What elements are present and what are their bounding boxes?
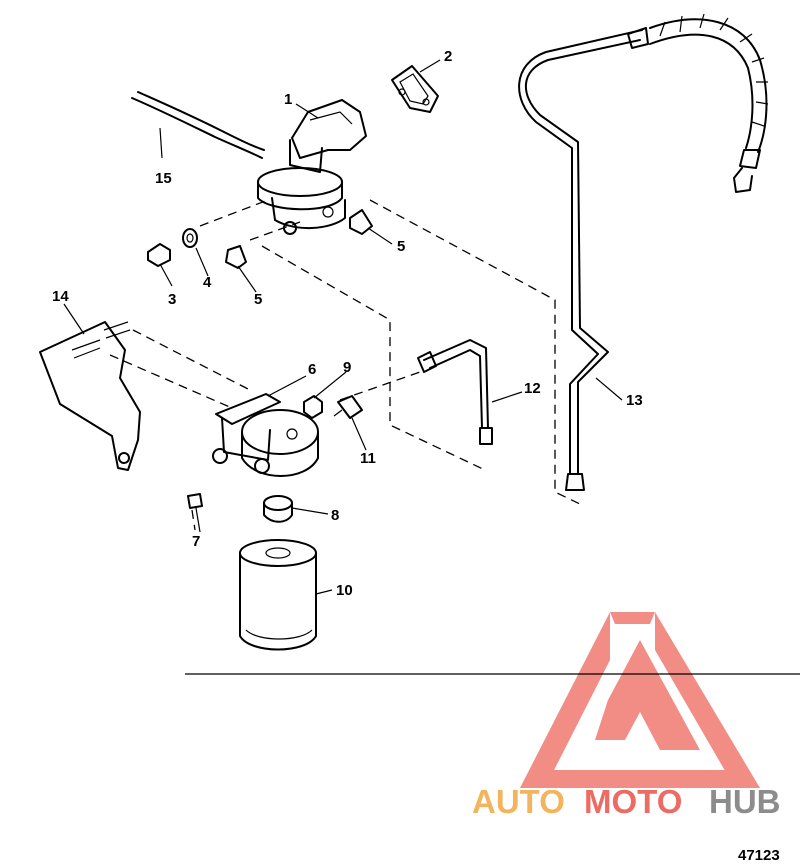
- callout-1: 1: [284, 91, 292, 108]
- callout-12: 12: [524, 380, 541, 397]
- callout-5-upper: 5: [397, 238, 405, 255]
- callout-labels: 1 2 3 4 5 5 6 7 8 9 10 11 12 13 14 15: [52, 48, 643, 599]
- bracket-part-14: [39, 321, 141, 471]
- fuel-line-part-13: [518, 13, 769, 491]
- callout-4: 4: [203, 274, 212, 291]
- fuel-hose-part-15: [131, 91, 265, 159]
- figure-id: 47123: [738, 847, 780, 864]
- callout-7: 7: [192, 533, 200, 550]
- adapter-part-8: [263, 495, 293, 523]
- callout-15: 15: [155, 170, 172, 187]
- plug-part-7: [187, 493, 203, 509]
- callout-2: 2: [444, 48, 452, 65]
- callout-14: 14: [52, 288, 69, 305]
- gasket-part-2: [391, 65, 439, 113]
- callout-3: 3: [168, 291, 176, 308]
- automotohub-logo: [520, 612, 760, 788]
- fuel-filter-part-10: [239, 539, 317, 651]
- elbow-fitting-part-5b: [349, 209, 373, 235]
- fuel-line-part-12: [417, 339, 493, 445]
- callout-6: 6: [308, 361, 316, 378]
- callout-13: 13: [626, 392, 643, 409]
- callout-leaders: [63, 59, 623, 595]
- callout-11: 11: [360, 450, 376, 467]
- callout-5-lower: 5: [254, 291, 262, 308]
- wordmark-hub: HUB: [709, 783, 781, 820]
- fitting-part-11: [333, 395, 363, 419]
- filter-base-part-6: [212, 393, 319, 477]
- washer-part-4: [182, 228, 198, 248]
- assembly-dashed-lines: [109, 199, 583, 531]
- wordmark-auto: AUTO: [472, 783, 565, 820]
- nut-part-9: [303, 395, 323, 419]
- callout-8: 8: [331, 507, 339, 524]
- automotohub-wordmark: AUTO MOTO HUB: [472, 783, 781, 820]
- callout-9: 9: [343, 359, 351, 376]
- bolt-part-3: [147, 243, 171, 267]
- wordmark-moto: MOTO: [584, 783, 682, 820]
- fuel-pump-part-1: [257, 99, 367, 235]
- elbow-fitting-part-5a: [225, 245, 247, 269]
- callout-10: 10: [336, 582, 353, 599]
